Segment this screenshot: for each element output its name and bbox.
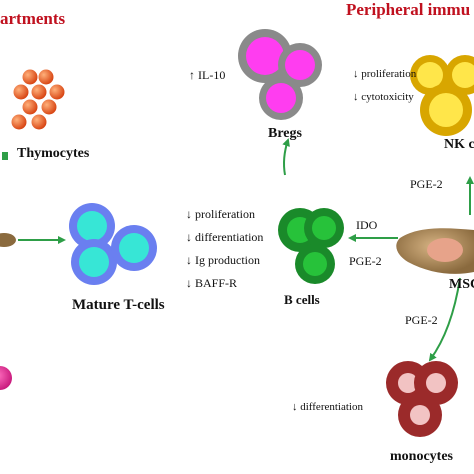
msc-cell — [396, 228, 474, 274]
nk-cells-cluster — [410, 55, 474, 136]
effect-bregs-il10: ↑ IL-10 — [189, 68, 226, 82]
precursor-cell-partial — [0, 233, 16, 247]
bregs-cluster — [238, 29, 322, 120]
label-monocytes: monocytes — [390, 449, 453, 464]
b-cells-cluster — [278, 208, 344, 284]
label-bregs: Bregs — [268, 126, 302, 141]
down-arrow-icon: ↓ — [186, 207, 192, 221]
mature-t-cells-cluster — [69, 203, 157, 285]
header-peripheral: Peripheral immu — [346, 0, 471, 19]
header-compartments: artments — [0, 9, 66, 28]
down-arrow-icon: ↓ — [186, 253, 192, 267]
label-mature-t-cells: Mature T-cells — [72, 297, 165, 313]
down-arrow-icon: ↓ — [353, 68, 359, 80]
label-nk-cells: NK ce — [444, 137, 474, 152]
down-arrow-icon: ↓ — [186, 230, 192, 244]
down-arrow-icon: ↓ — [292, 401, 298, 413]
effect-t-proliferation: ↓ proliferation — [186, 207, 255, 221]
mediator-pge2-nk: PGE-2 — [410, 177, 443, 191]
effect-nk-proliferation: ↓ proliferation — [353, 68, 417, 80]
arrow-bcells-to-bregs — [282, 138, 290, 176]
effect-t-differentiation: ↓ differentiation — [186, 230, 264, 244]
mediator-pge2-monocytes: PGE-2 — [405, 313, 438, 327]
effect-nk-cytotoxicity: ↓ cytotoxicity — [353, 91, 414, 103]
effect-t-baff-r: ↓ BAFF-R — [186, 276, 238, 290]
effect-t-ig-production: ↓ Ig production — [186, 253, 260, 267]
down-arrow-icon: ↓ — [353, 91, 359, 103]
magenta-cell-partial — [0, 366, 12, 390]
mediator-pge2-bcells: PGE-2 — [349, 254, 382, 268]
mediator-ido: IDO — [356, 218, 378, 232]
monocytes-cluster — [386, 361, 458, 437]
edge-arrow-fragment — [2, 152, 8, 160]
up-arrow-icon: ↑ — [189, 68, 195, 82]
label-b-cells: B cells — [284, 292, 320, 307]
arrow-msc-to-monocytes — [428, 277, 461, 362]
label-thymocytes: Thymocytes — [17, 146, 90, 161]
thymocytes-cluster — [11, 69, 65, 130]
effect-monocytes-differentiation: ↓ differentiation — [292, 401, 363, 413]
label-msc: MSC — [449, 277, 474, 292]
down-arrow-icon: ↓ — [186, 276, 192, 290]
